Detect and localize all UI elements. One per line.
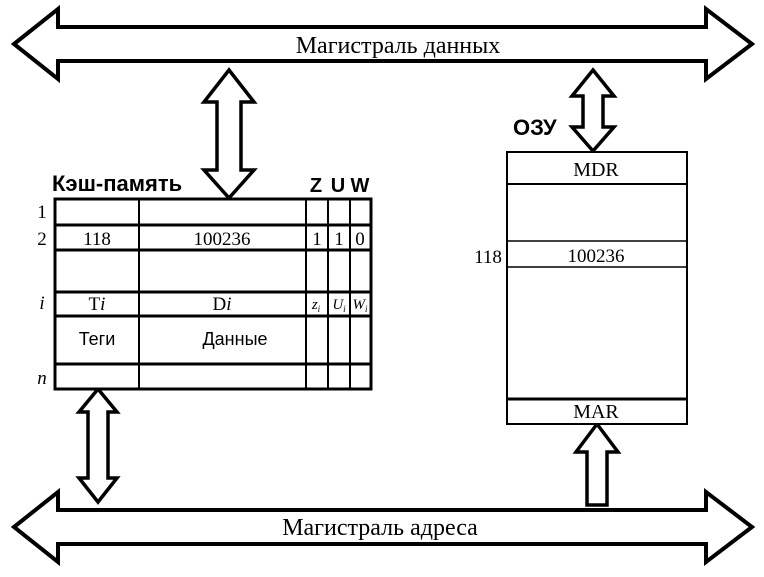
cache-col-caption-tags: Теги [79,329,116,349]
cache-row-label-i: i [39,293,44,314]
cache-row2-u: 1 [334,229,344,250]
cache-row2-w: 0 [355,229,365,250]
cache-rowi-z: zi [311,297,321,314]
ram-cell-address: 118 [474,247,502,268]
cache-rowi-data: Di [212,294,231,315]
address-bus-label: Магистраль адреса [282,515,478,541]
data-bus-label: Магистраль данных [296,33,501,59]
cache-row2-data: 100236 [194,229,251,250]
flag-header-z: Z [310,175,322,197]
data-bus-arrow [10,4,756,84]
cache-row2-z: 1 [312,229,322,250]
cache-memory: Кэш-память Z U W 1 2 i n 118 100236 1 1 … [37,171,373,391]
data-bus: Магистраль данных [10,4,756,84]
address-to-mar-arrow [572,421,622,507]
address-bus: Магистраль адреса [10,487,756,567]
ram-data-bus-connector [568,67,618,154]
cache-row-label-1: 1 [37,202,47,223]
ram-title: ОЗУ [513,115,557,140]
ram-mdr-label: MDR [573,159,619,181]
cache-row2-tag: 118 [83,229,111,250]
cache-table-frame [53,197,373,391]
ram-mar-label: MAR [573,401,619,423]
cache-row-label-2: 2 [37,229,47,250]
flag-header-u: U [331,175,345,197]
ram: ОЗУ MDR 118 100236 MAR [474,115,688,425]
cache-row-label-n: n [37,368,47,389]
cache-col-caption-data: Данные [202,329,267,349]
cache-data-bus-connector [200,67,258,201]
ram-frame [506,151,688,425]
flag-header-w: W [351,175,370,197]
cache-rowi-tag: Ti [89,294,106,315]
cache-rowi-u: Ui [332,297,346,314]
cache-address-bus-connector [75,386,121,505]
cache-title: Кэш-память [52,171,182,196]
cache-rowi-w: Wi [352,297,368,314]
ram-cell-value: 100236 [568,246,625,267]
address-bus-arrow [10,487,756,567]
